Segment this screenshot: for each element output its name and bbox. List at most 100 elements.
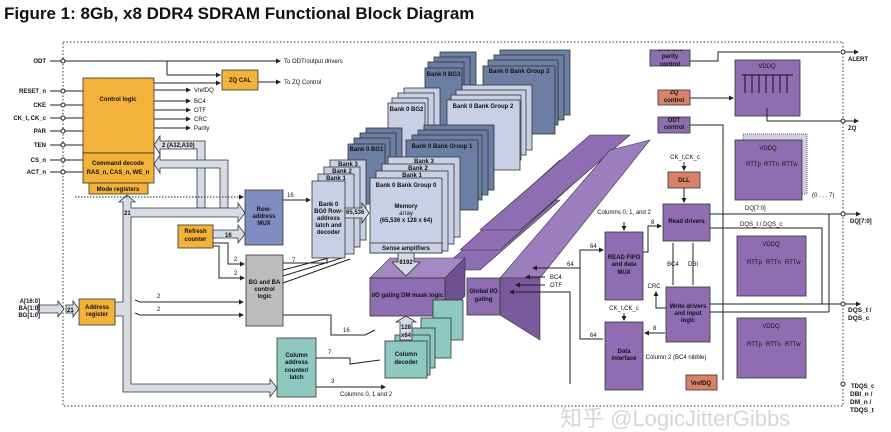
sense-to-io-bus: 8192 <box>391 252 421 277</box>
svg-text:2 (A12,A10): 2 (A12,A10) <box>162 143 195 149</box>
svg-text:PAR: PAR <box>34 129 47 135</box>
address-inputs: A[16:0] BA[1:0] BG[1:0] <box>18 299 40 319</box>
svg-text:RTTp: RTTp <box>747 260 763 266</box>
crc-parity-label: CRC and parity control <box>657 50 683 66</box>
svg-text:2: 2 <box>234 271 238 277</box>
bg1-small-label: Bank 0 BG1 <box>349 147 384 154</box>
read-drivers: CK_t,CK_c DLL Read drivers BC4 DBI <box>662 155 711 285</box>
svg-text:21: 21 <box>124 211 131 217</box>
data-interface-label: Data interface <box>611 348 637 362</box>
dbi-pin-label: DBI_n / DM_n / TDQS_t <box>850 391 874 414</box>
svg-text:RTTn: RTTn <box>766 342 781 348</box>
svg-text:ACT_n: ACT_n <box>27 170 47 176</box>
control-boxes-right: CRC and parity control ZQ control ODT co… <box>649 49 840 380</box>
svg-text:CS_n: CS_n <box>31 158 47 164</box>
svg-text:VDDQ: VDDQ <box>759 146 777 152</box>
svg-text:128: 128 <box>401 325 412 331</box>
global-io-gating <box>466 277 501 316</box>
svg-text:TDQS_c: TDQS_c <box>851 384 875 390</box>
control-outputs: VrefDQ BC4 OTF CRC Parity <box>154 87 214 132</box>
svg-text:VrefDQ: VrefDQ <box>194 88 214 94</box>
svg-text:array: array <box>399 211 413 217</box>
svg-text:Bank 0 Bank Group 1: Bank 0 Bank Group 1 <box>412 144 473 150</box>
svg-text:21: 21 <box>67 308 74 314</box>
global-io-label: Global I/O gating <box>469 289 498 303</box>
svg-text:RTTw: RTTw <box>785 260 801 266</box>
pin-cs: CS_n <box>31 157 83 164</box>
svg-text:Mode registers: Mode registers <box>97 187 140 193</box>
input-pins: ODT RESET_n CKE CK_t, CK_c PAR TEN CS_n … <box>13 58 281 176</box>
svg-text:CK_t,CK_c: CK_t,CK_c <box>670 155 700 161</box>
svg-text:64: 64 <box>567 262 574 268</box>
write-drivers-label: Write drivers and input logic <box>669 303 707 325</box>
svg-text:Bank 0 Bank Group 0: Bank 0 Bank Group 0 <box>376 183 437 189</box>
svg-text:ODT: ODT <box>33 59 46 65</box>
svg-text:Bank 1: Bank 1 <box>326 176 346 182</box>
svg-text:RESET_n: RESET_n <box>19 89 46 95</box>
svg-text:DBI: DBI <box>688 262 698 268</box>
dqs-pin-label: DQS_t / DQS_c <box>848 307 872 322</box>
refresh-counter-label: Refresh counter <box>184 229 207 243</box>
svg-text:Columns 0, 1 and 2: Columns 0, 1 and 2 <box>340 392 393 398</box>
svg-text:To ODT/output drivers: To ODT/output drivers <box>284 59 343 65</box>
chip-boundary <box>62 41 844 407</box>
svg-text:BG[1:0]: BG[1:0] <box>18 313 40 319</box>
svg-text:3: 3 <box>331 379 335 385</box>
svg-text:BC4: BC4 <box>550 275 562 281</box>
svg-text:VDDQ: VDDQ <box>762 324 780 330</box>
watermark: 知乎 @LogicJitterGibbs <box>560 406 790 431</box>
svg-text:2: 2 <box>157 294 161 300</box>
column-decoder: Column decoder 128 x64 <box>384 299 464 379</box>
svg-text:Control logic: Control logic <box>100 97 138 103</box>
svg-text:7: 7 <box>328 350 332 356</box>
output-pins: ALERT ZQ DQ[7:0] DQS_t / DQS_c TDQS_c DB… <box>840 49 875 414</box>
svg-text:Columns 0, 1, and 2: Columns 0, 1, and 2 <box>597 210 651 216</box>
svg-text:RAS_n, CAS_n, WE_n: RAS_n, CAS_n, WE_n <box>87 170 150 176</box>
pin-par: PAR <box>34 128 83 135</box>
svg-text:ZQ CAL: ZQ CAL <box>229 78 252 84</box>
svg-text:(65,536 x 128 x 64): (65,536 x 128 x 64) <box>380 218 432 224</box>
odt-control-label: ODT control <box>663 117 685 131</box>
read-fifo-label: READ FIFO and data MUX <box>607 255 641 276</box>
svg-text:Sense amplifiers: Sense amplifiers <box>382 246 430 252</box>
svg-text:VrefDQ: VrefDQ <box>691 381 712 387</box>
zq-cal-block: ZQ CAL To ODT/output drivers To ZQ Contr… <box>154 59 343 91</box>
svg-text:CKE: CKE <box>33 103 46 109</box>
svg-text:CK_t,CK_c: CK_t,CK_c <box>609 306 639 312</box>
svg-text:8: 8 <box>653 326 657 332</box>
svg-text:RTTp: RTTp <box>746 162 762 168</box>
svg-text:RTTw: RTTw <box>782 162 798 168</box>
svg-text:RTTp: RTTp <box>747 342 763 348</box>
svg-text:DLL: DLL <box>678 178 690 184</box>
bg3-small-label: Bank 0 BG3 <box>426 72 461 79</box>
svg-text:Bank 2: Bank 2 <box>332 169 352 175</box>
svg-text:Bank 0 Bank Group 3: Bank 0 Bank Group 3 <box>489 69 550 75</box>
svg-text:7: 7 <box>292 258 296 264</box>
svg-text:64: 64 <box>590 333 597 339</box>
read-fifo: Columns 0, 1, and 2 READ FIFO and data M… <box>597 210 662 301</box>
svg-text:ALERT: ALERT <box>848 57 868 63</box>
figure-title: Figure 1: 8Gb, x8 DDR4 SDRAM Functional … <box>4 4 475 23</box>
svg-text:DQ[7:0]: DQ[7:0] <box>745 206 766 212</box>
svg-text:BC4: BC4 <box>667 262 679 268</box>
svg-text:OTF: OTF <box>194 108 206 114</box>
data-interface: CK_t,CK_c Data interface 8 <box>604 306 665 391</box>
svg-text:VDDQ: VDDQ <box>762 242 780 248</box>
svg-text:x64: x64 <box>401 333 412 339</box>
svg-text:VDDQ: VDDQ <box>758 64 776 70</box>
refresh-counter: Refresh counter 16 22 <box>177 223 246 281</box>
bg-ba-control-logic: BG and BA control logic 22 7 16 <box>134 254 376 336</box>
svg-text:8: 8 <box>651 220 655 226</box>
pin-odt: ODT <box>33 58 281 65</box>
svg-text:RTTw: RTTw <box>785 342 801 348</box>
io-gating-label: I/O gating DM mask logic <box>371 293 444 300</box>
column-address-counter: Column address counter/ latch 7 3 Column… <box>276 337 393 398</box>
svg-text:OTF: OTF <box>550 283 562 289</box>
svg-text:BC4: BC4 <box>194 99 206 105</box>
svg-text:8192: 8192 <box>399 260 413 266</box>
address-bus: 21 21 2 (A12,A10) <box>37 134 278 399</box>
svg-text:64: 64 <box>590 244 597 250</box>
pin-ck: CK_t, CK_c <box>13 115 83 122</box>
zq-control-label: ZQ control <box>663 90 685 104</box>
